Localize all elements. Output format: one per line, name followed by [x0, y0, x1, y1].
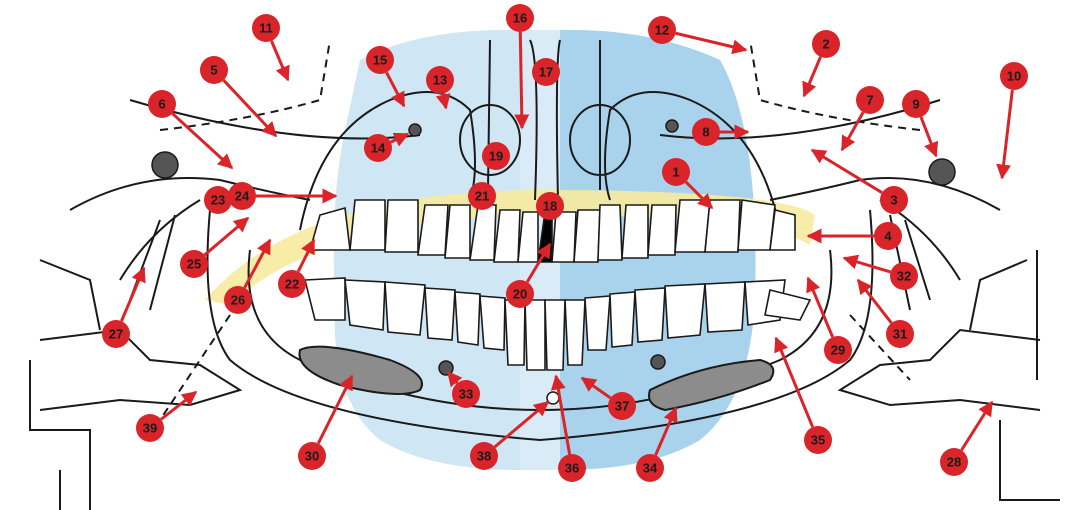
- marker-label: 3: [890, 193, 897, 208]
- marker-7: 7: [856, 86, 884, 114]
- marker-9: 9: [902, 90, 930, 118]
- marker-5: 5: [200, 56, 228, 84]
- marker-20: 20: [506, 280, 534, 308]
- arrow-2: [804, 57, 821, 96]
- arrow-3: [812, 150, 882, 193]
- arrow-25: [205, 218, 248, 255]
- marker-1: 1: [662, 158, 690, 186]
- marker-27: 27: [102, 320, 130, 348]
- marker-label: 12: [655, 23, 669, 38]
- marker-29: 29: [824, 336, 852, 364]
- marker-label: 6: [158, 97, 165, 112]
- marker-label: 16: [513, 11, 527, 26]
- marker-21: 21: [468, 182, 496, 210]
- arrow-10: [1002, 90, 1012, 178]
- marker-32: 32: [890, 262, 918, 290]
- marker-26: 26: [224, 286, 252, 314]
- arrow-27: [121, 268, 144, 321]
- marker-label: 33: [459, 387, 473, 402]
- marker-label: 39: [143, 421, 157, 436]
- marker-label: 22: [285, 277, 299, 292]
- arrow-11: [271, 41, 288, 80]
- marker-label: 21: [475, 189, 489, 204]
- marker-34: 34: [636, 454, 664, 482]
- marker-label: 35: [811, 433, 825, 448]
- marker-label: 4: [884, 229, 892, 244]
- marker-12: 12: [648, 16, 676, 44]
- arrow-32: [844, 258, 891, 272]
- marker-label: 5: [210, 63, 217, 78]
- marker-label: 36: [565, 461, 579, 476]
- marker-label: 28: [947, 455, 961, 470]
- marker-30: 30: [298, 442, 326, 470]
- arrow-7: [842, 112, 863, 150]
- marker-17: 17: [532, 58, 560, 86]
- marker-22: 22: [278, 270, 306, 298]
- marker-label: 23: [211, 193, 225, 208]
- arrow-29: [808, 278, 833, 337]
- marker-label: 19: [489, 149, 503, 164]
- marker-label: 37: [615, 399, 629, 414]
- marker-13: 13: [426, 66, 454, 94]
- marker-label: 15: [373, 53, 387, 68]
- marker-11: 11: [252, 14, 280, 42]
- marker-label: 8: [702, 125, 709, 140]
- marker-label: 29: [831, 343, 845, 358]
- marker-label: 10: [1007, 69, 1021, 84]
- marker-23: 23: [204, 186, 232, 214]
- arrow-28: [961, 402, 992, 450]
- marker-label: 17: [539, 65, 553, 80]
- marker-37: 37: [608, 392, 636, 420]
- marker-label: 7: [866, 93, 873, 108]
- marker-35: 35: [804, 426, 832, 454]
- marker-31: 31: [886, 320, 914, 348]
- arrow-16: [520, 32, 522, 128]
- marker-3: 3: [880, 186, 908, 214]
- marker-label: 13: [433, 73, 447, 88]
- marker-label: 25: [187, 257, 201, 272]
- marker-label: 2: [822, 37, 829, 52]
- marker-10: 10: [1000, 62, 1028, 90]
- arrow-31: [858, 280, 891, 323]
- marker-label: 18: [543, 199, 557, 214]
- marker-label: 38: [477, 449, 491, 464]
- marker-label: 27: [109, 327, 123, 342]
- marker-16: 16: [506, 4, 534, 32]
- marker-8: 8: [692, 118, 720, 146]
- arrow-30: [318, 376, 352, 443]
- marker-4: 4: [874, 222, 902, 250]
- arrow-9: [921, 117, 936, 156]
- marker-label: 32: [897, 269, 911, 284]
- marker-label: 11: [259, 21, 273, 36]
- marker-39: 39: [136, 414, 164, 442]
- marker-24: 24: [228, 182, 256, 210]
- marker-6: 6: [148, 90, 176, 118]
- marker-2: 2: [812, 30, 840, 58]
- marker-36: 36: [558, 454, 586, 482]
- marker-label: 9: [912, 97, 919, 112]
- marker-label: 20: [513, 287, 527, 302]
- marker-label: 34: [643, 461, 658, 476]
- marker-28: 28: [940, 448, 968, 476]
- marker-19: 19: [482, 142, 510, 170]
- marker-label: 1: [672, 165, 679, 180]
- marker-18: 18: [536, 192, 564, 220]
- marker-label: 31: [893, 327, 907, 342]
- marker-25: 25: [180, 250, 208, 278]
- marker-label: 26: [231, 293, 245, 308]
- marker-14: 14: [364, 134, 392, 162]
- marker-label: 30: [305, 449, 319, 464]
- marker-label: 24: [235, 189, 250, 204]
- marker-38: 38: [470, 442, 498, 470]
- marker-label: 14: [371, 141, 386, 156]
- marker-15: 15: [366, 46, 394, 74]
- marker-33: 33: [452, 380, 480, 408]
